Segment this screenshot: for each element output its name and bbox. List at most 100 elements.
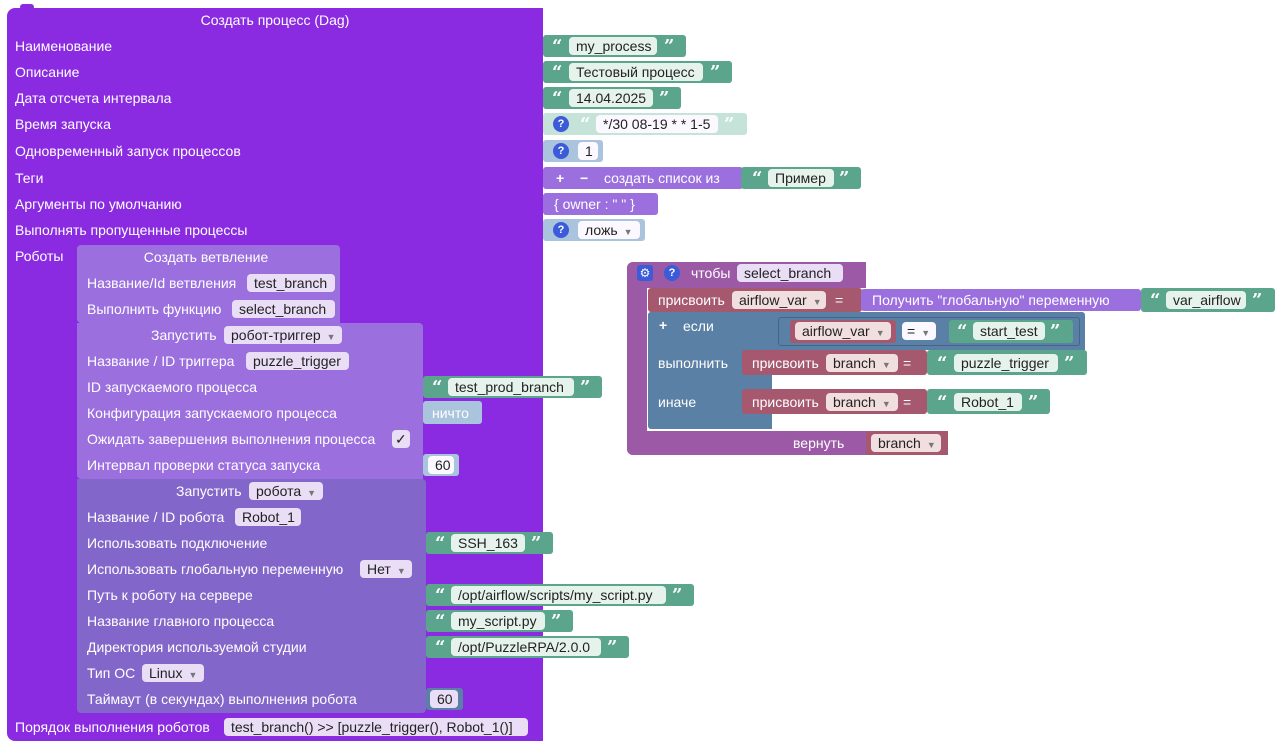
- compare-value-field[interactable]: start_test: [973, 322, 1045, 340]
- tag-field[interactable]: Пример: [768, 169, 834, 187]
- robot-path-field[interactable]: /opt/airflow/scripts/my_script.py: [451, 586, 666, 604]
- chevron-down-icon: ▼: [307, 488, 317, 498]
- trigger-id-label: Название / ID триггера: [87, 353, 235, 369]
- order-field[interactable]: test_branch() >> [puzzle_trigger(), Robo…: [224, 718, 528, 736]
- robot-global-dropdown[interactable]: Нет ▼: [360, 560, 412, 578]
- quote-close-icon: ”: [672, 585, 683, 606]
- get-global-block[interactable]: [861, 289, 1141, 311]
- help-icon[interactable]: ?: [553, 143, 569, 159]
- help-icon[interactable]: ?: [664, 265, 680, 281]
- do-label: выполнить: [658, 355, 728, 371]
- robot-id-field[interactable]: Robot_1: [235, 508, 301, 526]
- description-field[interactable]: Тестовый процесс: [569, 63, 703, 81]
- assign-else-label: присвоить: [752, 394, 819, 410]
- chevron-down-icon: ▼: [326, 332, 336, 342]
- trigger-id-field[interactable]: puzzle_trigger: [246, 352, 349, 370]
- gear-icon[interactable]: ⚙: [637, 265, 653, 281]
- if-label: если: [683, 318, 714, 334]
- robot-os-value: Linux: [149, 665, 183, 681]
- robot-type-dropdown[interactable]: робота▼: [249, 482, 323, 500]
- dag-title: Создать процесс (Dag): [200, 12, 350, 28]
- trigger-block[interactable]: [77, 323, 423, 479]
- function-to-label: чтобы: [691, 265, 731, 281]
- quote-close-icon: ”: [1064, 353, 1075, 374]
- compare-op-value: =: [907, 323, 916, 339]
- chevron-down-icon: ▼: [875, 328, 885, 338]
- global-name-field[interactable]: var_airflow: [1166, 291, 1246, 309]
- label-catchup: Выполнять пропущенные процессы: [15, 222, 248, 238]
- label-name: Наименование: [15, 38, 113, 54]
- assign-do-var-dropdown[interactable]: branch▼: [826, 354, 898, 372]
- robot-os-dropdown[interactable]: Linux▼: [142, 664, 204, 682]
- return-label: вернуть: [793, 435, 845, 451]
- chevron-down-icon: ▼: [623, 227, 633, 237]
- label-robots: Роботы: [15, 248, 64, 264]
- trigger-proc-field[interactable]: test_prod_branch: [448, 378, 574, 396]
- trigger-wait-label: Ожидать завершения выполнения процесса: [87, 431, 376, 447]
- assign-else-var-dropdown[interactable]: branch ▼: [826, 393, 898, 411]
- assign-do-eq: =: [903, 355, 912, 371]
- branch-id-label: Название/Id ветвления: [87, 275, 237, 291]
- default-args-value: { owner : " " }: [554, 196, 635, 212]
- robot-studio-field[interactable]: /opt/PuzzleRPA/2.0.0: [451, 638, 601, 656]
- trigger-conf-null-block[interactable]: [423, 401, 482, 424]
- chevron-down-icon: ▼: [396, 566, 406, 576]
- tags-list-block[interactable]: [543, 167, 743, 189]
- trigger-proc-label: ID запускаемого процесса: [87, 379, 257, 395]
- quote-open-icon: “: [435, 611, 446, 632]
- robot-title: Запустить: [176, 483, 242, 499]
- else-value-field[interactable]: Robot_1: [954, 393, 1022, 411]
- else-label: иначе: [658, 394, 697, 410]
- label-tags: Теги: [15, 170, 44, 186]
- trigger-title: Запустить: [151, 327, 217, 343]
- start-date-field[interactable]: 14.04.2025: [569, 89, 653, 107]
- catchup-value: ложь: [585, 222, 618, 238]
- max-active-field[interactable]: 1: [578, 142, 598, 160]
- do-value-field[interactable]: puzzle_trigger: [954, 354, 1058, 372]
- robot-timeout-field[interactable]: 60: [430, 690, 458, 708]
- chevron-down-icon: ▼: [812, 297, 822, 307]
- branch-id-field[interactable]: test_branch: [247, 274, 335, 292]
- trigger-type-dropdown[interactable]: робот-триггер▼: [224, 326, 342, 344]
- assign-else-var-value: branch: [833, 394, 876, 410]
- trigger-interval-field[interactable]: 60: [428, 456, 454, 474]
- label-start-date: Дата отсчета интервала: [15, 90, 172, 106]
- robot-main-field[interactable]: my_script.py: [451, 612, 545, 630]
- default-args-block[interactable]: [543, 193, 658, 215]
- schedule-field[interactable]: */30 08-19 * * 1-5: [596, 115, 718, 133]
- assign-label: присвоить: [658, 292, 725, 308]
- robot-conn-field[interactable]: SSH_163: [451, 534, 525, 552]
- return-var-dropdown[interactable]: branch▼: [871, 434, 941, 452]
- quote-close-icon: ”: [580, 377, 591, 398]
- if-plus-button[interactable]: +: [659, 317, 668, 333]
- robot-main-label: Название главного процесса: [87, 613, 275, 629]
- help-icon[interactable]: ?: [553, 116, 569, 132]
- tags-minus-button[interactable]: −: [580, 170, 589, 186]
- catchup-dropdown[interactable]: ложь ▼: [578, 221, 640, 239]
- tags-plus-button[interactable]: +: [556, 170, 565, 186]
- quote-open-icon: “: [552, 36, 563, 57]
- robot-id-label: Название / ID робота: [87, 509, 225, 525]
- function-name-field[interactable]: select_branch: [737, 264, 843, 282]
- chevron-down-icon: ▼: [926, 440, 936, 450]
- quote-close-icon: ”: [1050, 321, 1061, 342]
- compare-op-dropdown[interactable]: =▼: [902, 322, 936, 340]
- help-icon[interactable]: ?: [553, 222, 569, 238]
- quote-close-icon: ”: [607, 637, 618, 658]
- assign-var-dropdown[interactable]: airflow_var▼: [732, 291, 826, 309]
- quote-open-icon: “: [435, 637, 446, 658]
- chevron-down-icon: ▼: [921, 328, 931, 338]
- branch-func-field[interactable]: select_branch: [232, 300, 335, 318]
- trigger-wait-checkbox[interactable]: ✓: [392, 430, 410, 448]
- function-block-body: [627, 262, 647, 455]
- quote-open-icon: “: [1150, 290, 1161, 311]
- branch-func-label: Выполнить функцию: [87, 301, 222, 317]
- name-field[interactable]: my_process: [569, 37, 657, 55]
- chevron-down-icon: ▼: [881, 399, 891, 409]
- quote-close-icon: ”: [839, 168, 850, 189]
- compare-var-dropdown[interactable]: airflow_var▼: [795, 322, 891, 340]
- robot-global-value: Нет: [367, 561, 391, 577]
- quote-open-icon: “: [432, 377, 443, 398]
- quote-open-icon: “: [552, 88, 563, 109]
- label-description: Описание: [15, 64, 80, 80]
